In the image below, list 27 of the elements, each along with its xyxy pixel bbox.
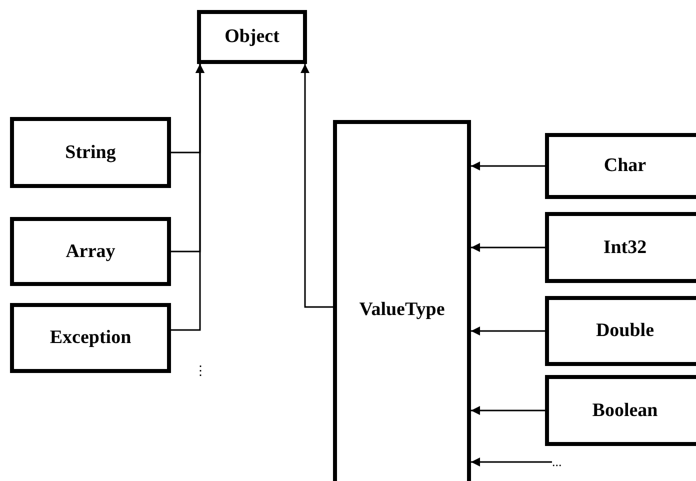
- class-name: ValueType: [359, 299, 445, 321]
- class-name: Int32: [603, 236, 647, 258]
- arrow: [471, 162, 545, 170]
- arrow: [300, 64, 333, 308]
- arrow: [471, 243, 545, 252]
- ellipsis-mark: ⋮: [194, 364, 207, 377]
- class-box: [545, 133, 696, 199]
- class-name: String: [65, 142, 116, 164]
- class-box: [10, 217, 171, 286]
- class-box: [10, 303, 171, 373]
- class-box: [545, 375, 696, 446]
- class-name: Array: [66, 240, 116, 262]
- class-box: [333, 120, 471, 481]
- arrow: [471, 458, 552, 466]
- class-box: [10, 117, 171, 188]
- arrow: [471, 326, 545, 336]
- ellipsis-text: ...: [552, 454, 582, 470]
- class-box: [197, 10, 307, 64]
- arrow: [171, 64, 204, 331]
- class-box: [545, 296, 696, 366]
- class-box: [545, 212, 696, 283]
- class-name: Exception: [50, 327, 132, 349]
- class-name: Object: [224, 26, 280, 48]
- class-name: Char: [604, 155, 646, 177]
- class-name: Double: [596, 320, 654, 342]
- class-name: Boolean: [592, 400, 658, 422]
- arrow: [471, 406, 545, 415]
